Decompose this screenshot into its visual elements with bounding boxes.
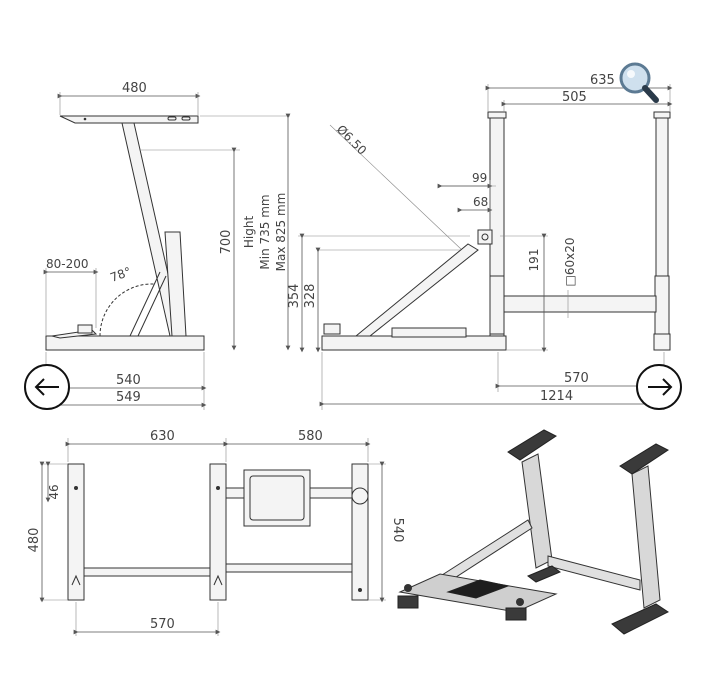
top-view: 630 580 46 480 540 570 xyxy=(27,429,405,636)
next-button[interactable] xyxy=(636,364,682,410)
dim-angle: 78° xyxy=(108,264,133,284)
side-view: 480 700 Hight Min 735 mm Max 825 mm 80-2… xyxy=(43,81,291,410)
dim-front-68: 68 xyxy=(473,195,488,209)
dim-side-549: 549 xyxy=(116,390,141,405)
front-view: Ø6.50 635 505 99 68 xyxy=(287,73,673,410)
dim-side-700: 700 xyxy=(219,230,234,255)
dim-top-570: 570 xyxy=(150,617,175,632)
isometric-view xyxy=(397,429,669,635)
prev-button[interactable] xyxy=(24,364,70,410)
dim-side-540: 540 xyxy=(116,373,141,388)
adjust-text-1: Hight xyxy=(242,216,256,249)
dim-top-480: 480 xyxy=(27,528,42,553)
dim-foot-range: 80-200 xyxy=(46,257,89,271)
tube-profile: □60x20 xyxy=(563,238,577,287)
dim-top-580: 580 xyxy=(298,429,323,444)
dim-front-505: 505 xyxy=(562,90,587,105)
dim-front-1214: 1214 xyxy=(540,389,573,404)
dim-top-46: 46 xyxy=(47,484,61,499)
dim-front-635: 635 xyxy=(590,73,615,88)
dim-top-630: 630 xyxy=(150,429,175,444)
dim-side-480: 480 xyxy=(122,81,147,96)
dim-front-191: 191 xyxy=(527,249,541,272)
dim-front-99: 99 xyxy=(472,171,487,185)
dim-front-570: 570 xyxy=(564,371,589,386)
arrow-left-icon xyxy=(34,378,59,396)
zoom-button[interactable] xyxy=(619,62,659,103)
adjust-text-3: Max 825 mm xyxy=(274,193,288,272)
adjust-text-2: Min 735 mm xyxy=(258,194,272,269)
dim-top-540: 540 xyxy=(390,518,405,543)
arrow-right-icon xyxy=(648,378,673,396)
dim-front-328: 328 xyxy=(303,284,318,309)
magnifier-icon xyxy=(619,62,659,103)
dim-diameter: Ø6.50 xyxy=(334,122,369,157)
dim-front-354: 354 xyxy=(287,284,302,309)
